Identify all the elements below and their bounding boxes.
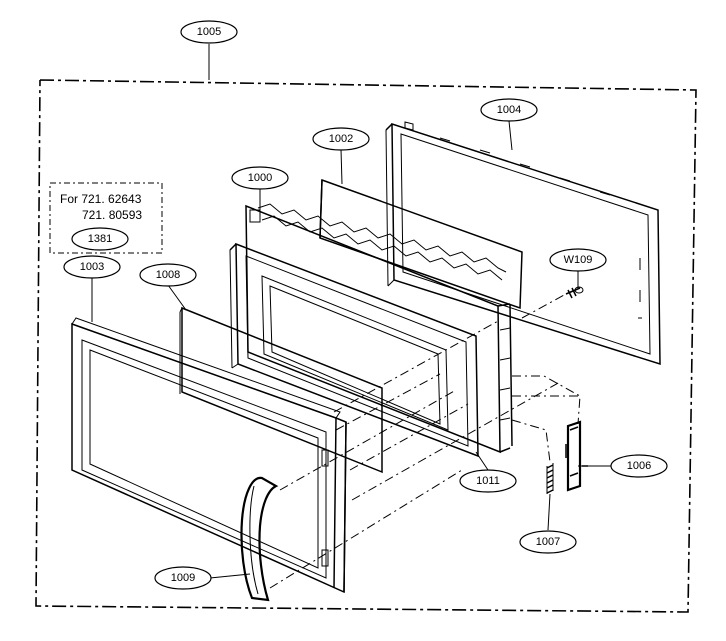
svg-text:1006: 1006	[627, 460, 651, 472]
svg-text:1003: 1003	[80, 261, 104, 273]
callouts: 1005 1004 1002 1000 1381 1003 1008 W109	[63, 20, 668, 590]
svg-text:1009: 1009	[171, 572, 195, 584]
note-box: For 721. 62643 721. 80593	[49, 182, 163, 254]
svg-text:1004: 1004	[497, 104, 521, 116]
callout-1005: 1005	[180, 20, 238, 44]
assembly-lines	[269, 293, 581, 589]
callout-1000: 1000	[231, 166, 289, 190]
svg-text:1005: 1005	[197, 26, 221, 38]
callout-1008: 1008	[139, 263, 197, 287]
note-line-1: For 721. 62643	[60, 192, 142, 206]
leader-lines	[91, 120, 611, 579]
callout-1006: 1006	[610, 454, 668, 478]
note-line-2: 721. 80593	[82, 208, 142, 222]
part-1009-handle	[240, 476, 279, 602]
part-w109-screw	[565, 286, 584, 299]
svg-text:1008: 1008	[156, 269, 180, 281]
assembly-boundary	[35, 44, 697, 613]
svg-text:W109: W109	[564, 254, 593, 266]
svg-text:1011: 1011	[476, 475, 500, 487]
part-1008-sheet	[179, 306, 383, 474]
part-1006-latch	[565, 420, 588, 492]
part-1007-spring	[546, 463, 554, 494]
callout-1002: 1002	[312, 127, 370, 151]
callout-w109: W109	[549, 248, 607, 272]
callout-1004: 1004	[480, 98, 538, 122]
callout-1007: 1007	[519, 530, 577, 554]
part-1000-chassis	[245, 203, 513, 454]
svg-text:1381: 1381	[88, 233, 112, 245]
callout-1009: 1009	[154, 566, 212, 590]
part-1004-frame	[385, 121, 661, 366]
part-1003-door	[71, 317, 347, 594]
callout-1381: 1381	[71, 227, 129, 251]
callout-1011: 1011	[459, 469, 517, 493]
callout-1003: 1003	[63, 255, 121, 279]
part-1011-inner-frame	[229, 242, 479, 458]
svg-text:1002: 1002	[329, 133, 353, 145]
svg-text:1007: 1007	[536, 536, 560, 548]
svg-text:1000: 1000	[248, 172, 272, 184]
